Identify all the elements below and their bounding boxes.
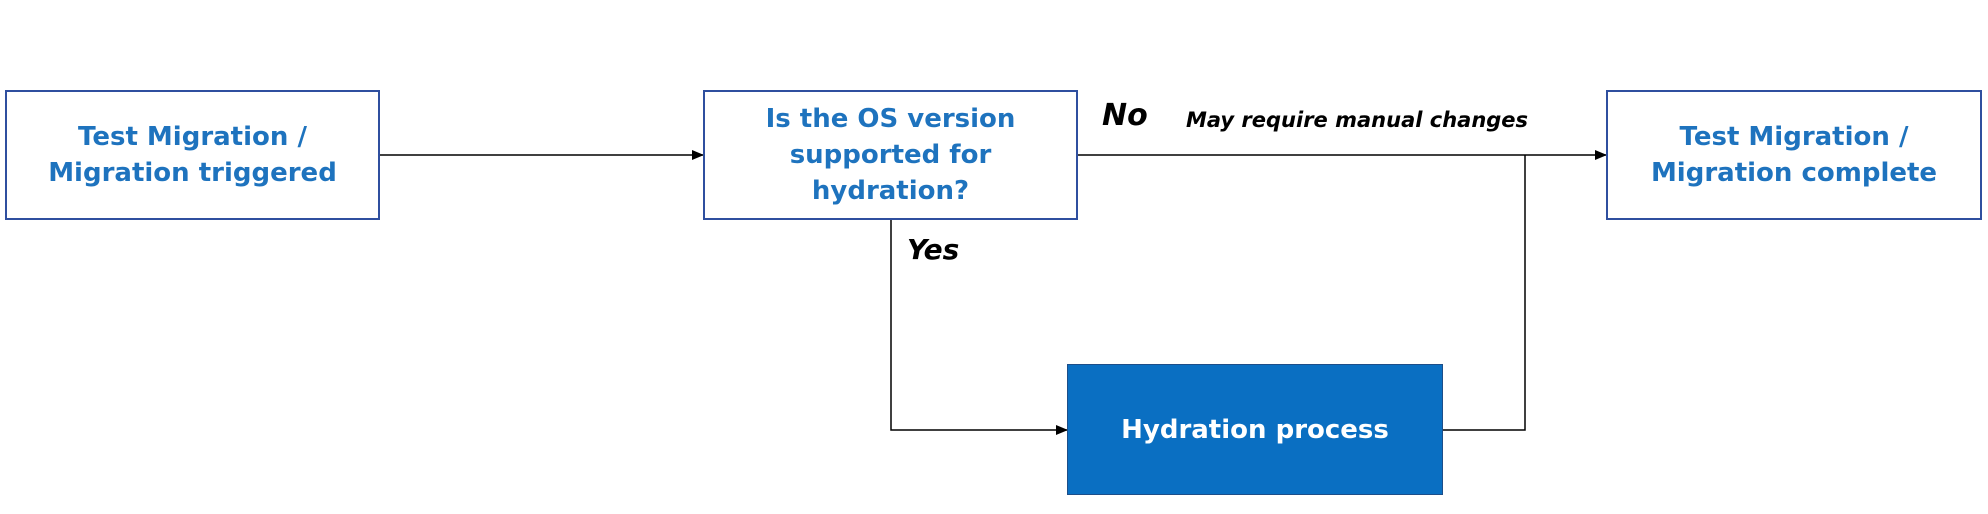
start-node-text: Test Migration / Migration triggered: [48, 122, 337, 188]
connector-hydration-to-complete: [1443, 155, 1526, 431]
connector-yes-to-hydration: [890, 220, 1068, 435]
edge-label-no: No: [1102, 98, 1148, 133]
complete-node-text: Test Migration / Migration complete: [1650, 122, 1938, 188]
edge-label-yes: Yes: [907, 233, 960, 266]
edge-label-manual-changes: May require manual changes: [1186, 108, 1529, 132]
hydration-process-node: Hydration process: [1067, 364, 1443, 495]
decision-node: Is the OS version supported for hydratio…: [703, 90, 1078, 220]
decision-node-text: Is the OS version supported for hydratio…: [765, 104, 1016, 206]
hydration-node-text: Hydration process: [1121, 414, 1389, 445]
start-node: Test Migration / Migration triggered: [5, 90, 380, 220]
complete-node: Test Migration / Migration complete: [1606, 90, 1982, 220]
